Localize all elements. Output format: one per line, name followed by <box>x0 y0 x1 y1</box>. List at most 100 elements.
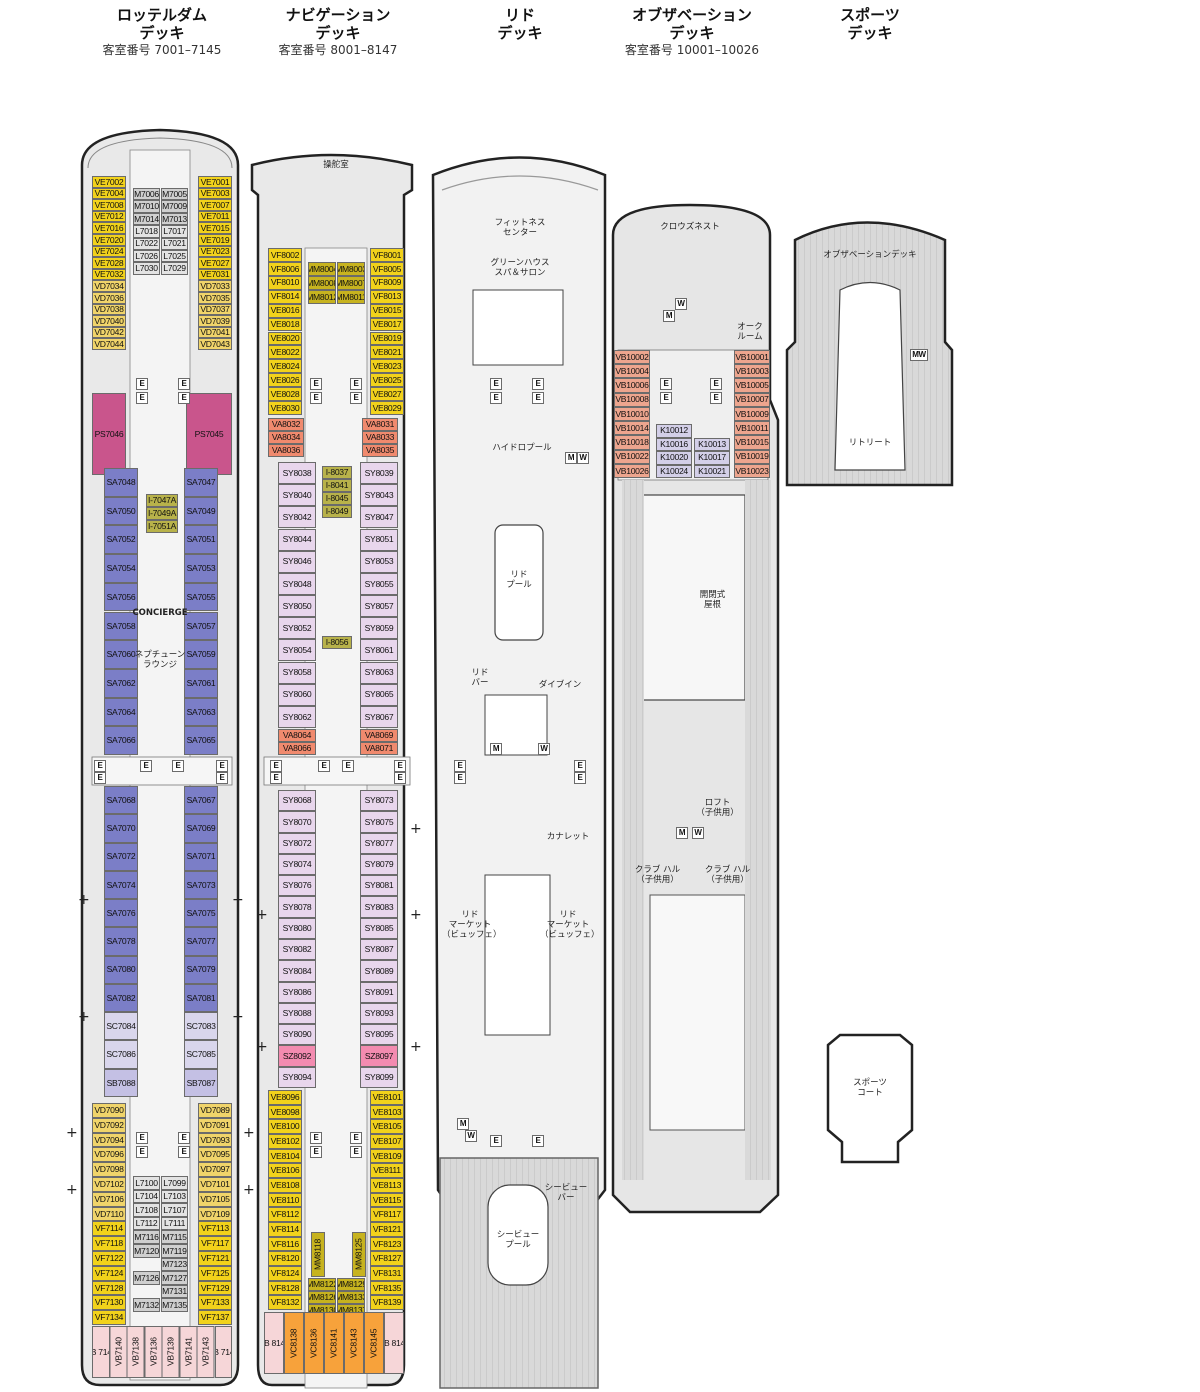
cabin-PS7046: PS7046 <box>92 393 126 475</box>
elevator-icon: E <box>350 1146 362 1158</box>
cabin-range: 客室番号 7001–7145 <box>102 43 222 57</box>
elevator-icon: E <box>490 1135 502 1147</box>
cabin-M7014: M7014 <box>133 212 160 226</box>
cabin-SA7054: SA7054 <box>104 554 138 583</box>
deck-header-rotterdam: ロッテルダム デッキ 客室番号 7001–7145 <box>72 6 252 58</box>
cabin-VE8022: VE8022 <box>268 345 302 360</box>
cabin-SA7077: SA7077 <box>184 927 218 956</box>
cabin-SY8067: SY8067 <box>360 705 398 728</box>
cabin-VB10003: VB10003 <box>734 364 770 379</box>
cabin-SA7066: SA7066 <box>104 726 138 755</box>
cabin-VE7027: VE7027 <box>198 257 232 269</box>
cabin-VF7117: VF7117 <box>198 1236 232 1251</box>
deck-name: オブザベーション <box>632 6 752 24</box>
cabin-VD7101: VD7101 <box>198 1177 232 1192</box>
cabin-VE7023: VE7023 <box>198 245 232 258</box>
cabin-SY8047: SY8047 <box>360 506 398 529</box>
cabin-M7132: M7132 <box>133 1298 160 1312</box>
cabin-VD7089: VD7089 <box>198 1103 232 1118</box>
cabin-VB10004: VB10004 <box>614 364 650 379</box>
cabin-VE8023: VE8023 <box>370 359 404 374</box>
elevator-icon: E <box>454 760 466 772</box>
cabin-L7029: L7029 <box>161 262 188 275</box>
cabin-VE8098: VE8098 <box>268 1104 302 1120</box>
cabin-VF7114: VF7114 <box>92 1221 126 1237</box>
elevator-icon: E <box>350 392 362 404</box>
hydro-pool-label: ハイドロプール <box>492 443 552 453</box>
plus-marker: + <box>256 1039 268 1055</box>
elevator-icon: E <box>136 1132 148 1144</box>
cabin-SY8038: SY8038 <box>278 462 316 485</box>
cabin-VE8096: VE8096 <box>268 1090 302 1105</box>
cabin-VA8036: VA8036 <box>268 444 304 457</box>
men-restroom-icon: M <box>457 1118 469 1130</box>
elevator-icon: E <box>532 392 544 404</box>
cabin-VE8017: VE8017 <box>370 317 404 332</box>
cabin-SY8091: SY8091 <box>360 981 398 1003</box>
cabin-VE7012: VE7012 <box>92 210 126 223</box>
seaview-pool-label: シービュー プール <box>496 1230 540 1250</box>
cabin-SY8073: SY8073 <box>360 790 398 812</box>
elevator-icon: E <box>94 760 106 772</box>
cabin-VD7036: VD7036 <box>92 292 126 304</box>
cabin-SB8140: SB 8140 <box>264 1312 284 1374</box>
cabin-SY8070: SY8070 <box>278 811 316 833</box>
cabin-VB7138: VB7138 <box>127 1326 145 1378</box>
cabin-L7111: L7111 <box>161 1216 188 1231</box>
cabin-SY8089: SY8089 <box>360 960 398 982</box>
cabin-VE7020: VE7020 <box>92 234 126 246</box>
cabin-VB7140: VB7140 <box>109 1326 127 1378</box>
plus-marker: + <box>232 1009 244 1025</box>
cabin-SA7053: SA7053 <box>184 554 218 583</box>
cabin-MM8008: MM8008 <box>308 276 336 290</box>
cabin-L7022: L7022 <box>133 237 160 250</box>
cabin-M7135: M7135 <box>161 1298 188 1312</box>
cabin-VA8066: VA8066 <box>278 742 316 755</box>
sports-court <box>826 1033 914 1164</box>
elevator-icon: E <box>454 772 466 784</box>
deck-name: リド <box>504 6 535 24</box>
cabin-SY8039: SY8039 <box>360 462 398 485</box>
cabin-VB10022: VB10022 <box>614 449 650 464</box>
cabin-VE8105: VE8105 <box>370 1119 404 1134</box>
cabin-L7103: L7103 <box>161 1189 188 1204</box>
canaletto-label: カナレット <box>546 832 590 842</box>
deck-name: ロッテルダム <box>116 6 207 24</box>
cabin-M7119: M7119 <box>161 1244 188 1258</box>
cabin-K10024: K10024 <box>656 464 692 478</box>
cabin-VF8112: VF8112 <box>268 1207 302 1222</box>
cabin-VE8115: VE8115 <box>370 1192 404 1208</box>
cabin-SA7062: SA7062 <box>104 668 138 698</box>
cabin-VF7121: VF7121 <box>198 1251 232 1266</box>
cabin-SY8094: SY8094 <box>278 1066 316 1088</box>
elevator-icon: E <box>94 772 106 784</box>
cabin-SY8093: SY8093 <box>360 1002 398 1025</box>
cabin-MM8126: MM8126 <box>308 1291 336 1304</box>
cabin-I-8037: I-8037 <box>322 466 352 479</box>
elevator-icon: E <box>136 1146 148 1158</box>
cabin-VA8035: VA8035 <box>362 444 398 457</box>
elevator-icon: E <box>310 392 322 404</box>
cabin-VB10011: VB10011 <box>734 421 770 436</box>
cabin-K10021: K10021 <box>694 464 730 478</box>
cabin-VA8069: VA8069 <box>360 729 398 742</box>
cabin-L7030: L7030 <box>133 262 160 275</box>
cabin-L7017: L7017 <box>161 225 188 238</box>
cabin-SB7142: SB 7142 <box>92 1326 110 1378</box>
cabin-VB7139: VB7139 <box>162 1326 180 1378</box>
cabin-MM8133: MM8133 <box>337 1291 365 1304</box>
cabin-VF8128: VF8128 <box>268 1280 302 1296</box>
plus-marker: + <box>243 1182 255 1198</box>
women-restroom-icon: W <box>692 827 704 839</box>
cabin-VF7129: VF7129 <box>198 1280 232 1296</box>
cabin-VE8020: VE8020 <box>268 331 302 346</box>
cabin-SY8077: SY8077 <box>360 832 398 854</box>
cabin-VC8138: VC8138 <box>284 1312 304 1374</box>
cabin-SA7082: SA7082 <box>104 983 138 1013</box>
cabin-VF8010: VF8010 <box>268 275 302 290</box>
cabin-SC7083: SC7083 <box>184 1012 218 1041</box>
cabin-SA7050: SA7050 <box>104 496 138 526</box>
cabin-VB7141: VB7141 <box>179 1326 197 1378</box>
cabin-VB7136: VB7136 <box>144 1326 162 1378</box>
cabin-VD7042: VD7042 <box>92 326 126 339</box>
